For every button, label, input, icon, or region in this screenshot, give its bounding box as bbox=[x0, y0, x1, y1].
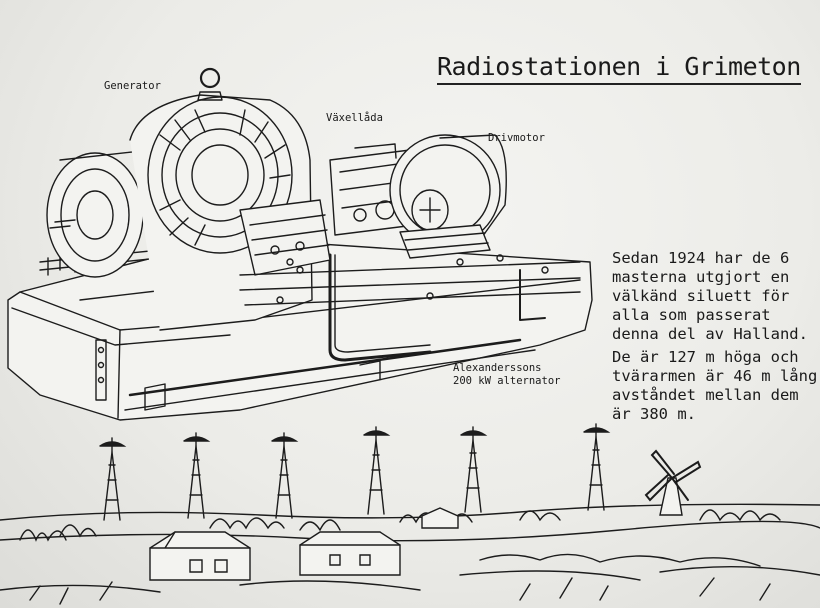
generator-label: Generator bbox=[104, 80, 161, 92]
windmill-icon bbox=[644, 449, 702, 516]
text-line: De är 127 m höga och bbox=[612, 348, 799, 366]
page-title: Radiostationen i Grimeton bbox=[437, 52, 801, 85]
gearbox-label: Växellåda bbox=[326, 112, 383, 124]
drive-motor-label: Drivmotor bbox=[488, 132, 545, 144]
mast-5 bbox=[460, 426, 488, 513]
text-line: är 380 m. bbox=[612, 405, 696, 423]
text-line: Sedan 1924 har de 6 bbox=[612, 249, 790, 267]
text-line: välkänd siluett för bbox=[612, 287, 790, 305]
mast-4 bbox=[363, 426, 391, 515]
mast-1 bbox=[99, 437, 127, 521]
mast-6 bbox=[583, 423, 611, 511]
alternator-label-line2: 200 kW alternator bbox=[453, 375, 561, 387]
alternator-label-line1: Alexanderssons bbox=[453, 362, 542, 374]
text-line: tvärarmen är 46 m lång. bbox=[612, 367, 820, 385]
text-line: alla som passerat bbox=[612, 306, 771, 324]
text-line: avståndet mellan dem bbox=[612, 386, 799, 404]
mast-3 bbox=[271, 432, 299, 519]
mast-2 bbox=[183, 432, 211, 519]
text-line: denna del av Halland. bbox=[612, 325, 808, 343]
text-line: masterna utgjort en bbox=[612, 268, 790, 286]
dimensions-paragraph: De är 127 m höga och tvärarmen är 46 m l… bbox=[612, 348, 820, 424]
history-paragraph: Sedan 1924 har de 6 masterna utgjort en … bbox=[612, 249, 808, 344]
